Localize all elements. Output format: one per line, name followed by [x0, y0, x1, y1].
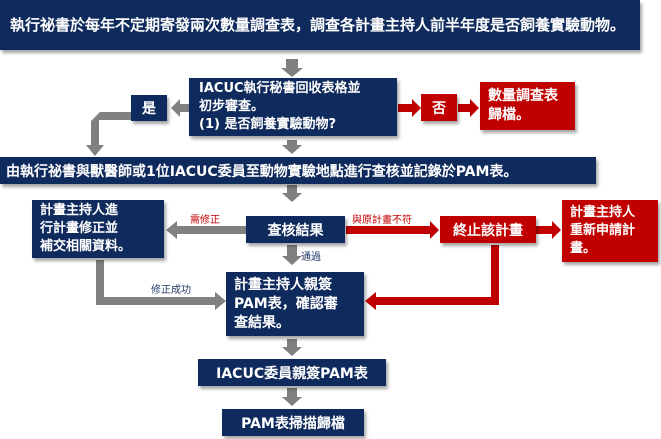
node-committee-sign-pam: IACUC委員親簽PAM表	[198, 359, 386, 386]
node-terminate-plan: 終止該計畫	[440, 216, 536, 243]
node-yes: 是	[131, 95, 167, 121]
node-scan-archive: PAM表掃描歸檔	[222, 409, 364, 436]
arrow-step1-to-review	[281, 59, 303, 77]
arrow-result-to-terminate	[346, 221, 439, 239]
arrow-no-to-archive-survey	[458, 99, 479, 117]
arrow-yes-to-inspection	[86, 112, 131, 156]
node-pi-revision: 計畫主持人進 行計畫修正並 補交相關資料。	[32, 200, 164, 258]
node-pi-sign-pam: 計畫主持人親簽 PAM表，確認審 查結果。	[226, 272, 364, 336]
node-initial-review: IACUC執行秘書回收表格並 初步審查。 (1) 是否飼養實驗動物?	[189, 78, 397, 136]
arrow-terminate-to-reapply	[536, 221, 561, 239]
arrow-result-to-pi-sign	[282, 245, 302, 265]
arrow-pi-fix-to-pi-sign	[96, 260, 226, 310]
edge-label-fix-success: 修正成功	[151, 285, 191, 296]
node-survey-dispatch: 執行祕書於每年不定期寄發兩次數量調查表，調查各計畫主持人前半年度是否飼養實驗動物…	[0, 0, 640, 50]
arrow-committee-sign-to-scan-archive	[282, 388, 302, 406]
arrow-result-to-pi-fix	[166, 221, 246, 239]
arrow-review-to-inspection	[282, 140, 302, 154]
arrow-pi-sign-to-committee-sign	[282, 339, 302, 356]
arrow-review-to-no	[398, 99, 421, 117]
node-reapply: 計畫主持人 重新申請計 畫。	[562, 200, 658, 262]
node-archive-survey: 數量調查表 歸檔。	[480, 82, 575, 130]
edge-label-needs-fix: 需修正	[190, 215, 220, 226]
node-inspection-result: 查核結果	[246, 216, 345, 243]
node-no: 否	[421, 94, 457, 121]
node-onsite-inspection: 由執行祕書與獸醫師或1位IACUC委員至動物實驗地點進行查核並記錄於PAM表。	[0, 157, 596, 184]
arrow-terminate-to-pi-sign	[365, 245, 499, 310]
edge-label-pass: 通過	[301, 252, 321, 263]
edge-label-mismatch: 與原計畫不符	[352, 215, 412, 226]
arrow-review-to-yes	[171, 99, 189, 117]
arrow-inspection-to-result	[282, 185, 302, 202]
